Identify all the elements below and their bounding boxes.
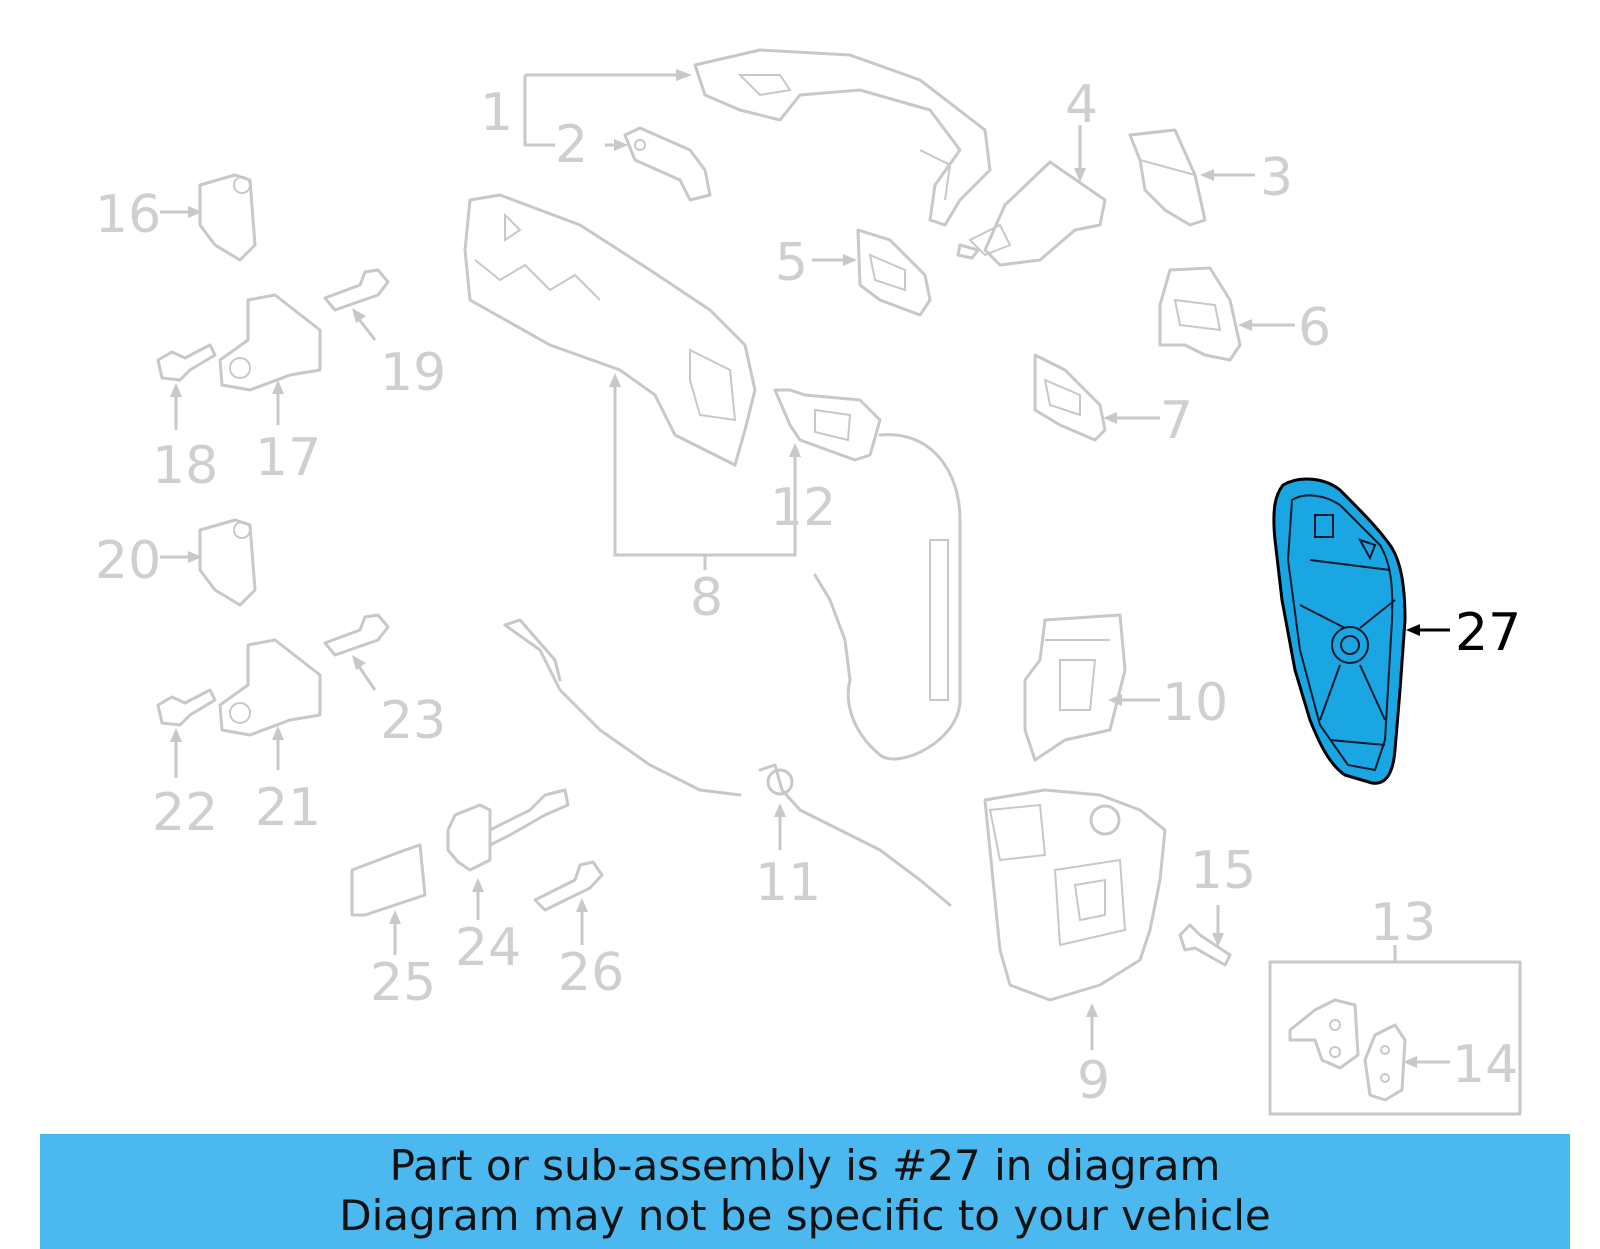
banner-line-1: Part or sub-assembly is #27 in diagram: [389, 1141, 1221, 1190]
callout-24: 24: [455, 918, 521, 978]
callout-6: 6: [1298, 298, 1331, 358]
part-15-screw: [1178, 923, 1232, 967]
callout-14: 14: [1452, 1035, 1518, 1095]
part-3-cap: [1128, 128, 1207, 227]
callout-21: 21: [255, 778, 321, 838]
part-27-highlighted[interactable]: [1272, 477, 1407, 785]
part-2-handle-cover: [623, 126, 712, 202]
part-1-outer-handle: [693, 48, 992, 227]
callout-3: 3: [1260, 148, 1293, 208]
callout-10: 10: [1162, 673, 1228, 733]
callout-19: 19: [380, 343, 446, 403]
callout-17: 17: [255, 428, 321, 488]
part-4-lock-cylinder: [956, 160, 1107, 267]
part-24-check-strap: [446, 788, 570, 872]
part-25-pad: [350, 843, 427, 917]
callout-7: 7: [1160, 391, 1193, 451]
banner-line-2: Diagram may not be specific to your vehi…: [339, 1191, 1271, 1240]
callout-5: 5: [775, 233, 808, 293]
callout-26: 26: [558, 943, 624, 1003]
callout-9: 9: [1077, 1051, 1110, 1111]
part-9-door-latch: [983, 788, 1167, 1002]
callout-23: 23: [380, 691, 446, 751]
part-20-bracket: [198, 518, 257, 607]
callout-25: 25: [370, 953, 436, 1013]
callout-18: 18: [152, 436, 218, 496]
callout-12: 12: [770, 478, 836, 538]
part-6-bezel: [1158, 266, 1242, 362]
parts-diagram: 1 2 4 3 5 6 7: [95, 48, 1522, 1116]
callout-22: 22: [152, 783, 218, 843]
part-19-bolt: [323, 268, 390, 312]
part-26-bolt: [533, 860, 604, 912]
part-14-shim: [1363, 1023, 1407, 1102]
part-5-gasket: [856, 228, 932, 317]
callout-2: 2: [555, 115, 588, 175]
part-7-gasket: [1033, 353, 1107, 442]
callout-27: 27: [1455, 603, 1521, 663]
callout-8: 8: [690, 568, 723, 628]
callout-13: 13: [1370, 893, 1436, 953]
part-16-bracket: [198, 173, 257, 262]
callout-4: 4: [1065, 75, 1098, 135]
part-10-latch-cover: [1023, 613, 1127, 762]
callout-16: 16: [95, 185, 161, 245]
part-18-bolt: [156, 343, 217, 382]
callout-1: 1: [480, 83, 513, 143]
part-23-bolt: [323, 613, 390, 657]
part-11-release-cable: [503, 573, 952, 907]
part-22-bolt: [156, 688, 217, 727]
callout-20: 20: [95, 531, 161, 591]
callout-11: 11: [755, 853, 821, 913]
part-21-hinge: [218, 638, 322, 737]
info-banner: Part or sub-assembly is #27 in diagram D…: [40, 1134, 1570, 1249]
part-17-hinge: [218, 293, 322, 392]
part-12-latch-cable: [773, 388, 962, 761]
part-8-handle-bracket: [463, 193, 757, 467]
callout-15: 15: [1190, 841, 1256, 901]
